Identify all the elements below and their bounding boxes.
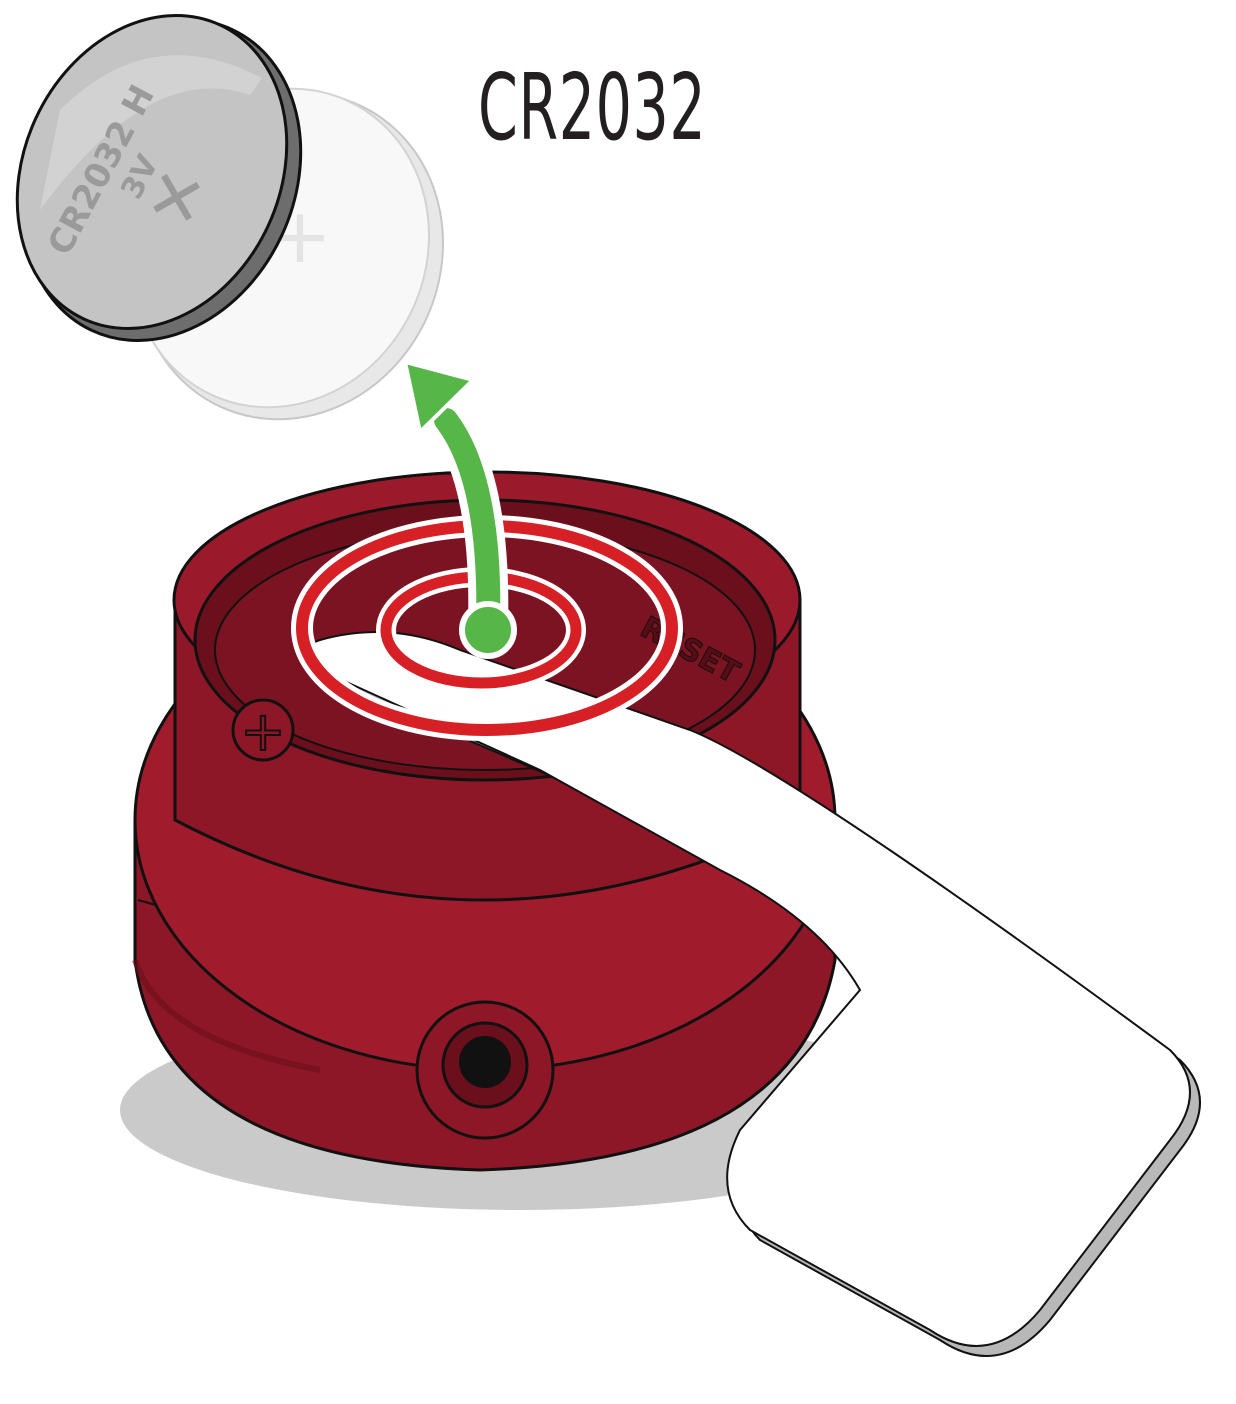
housing-plus-symbol: + <box>240 700 285 763</box>
figure-title: CR2032 <box>478 62 706 154</box>
